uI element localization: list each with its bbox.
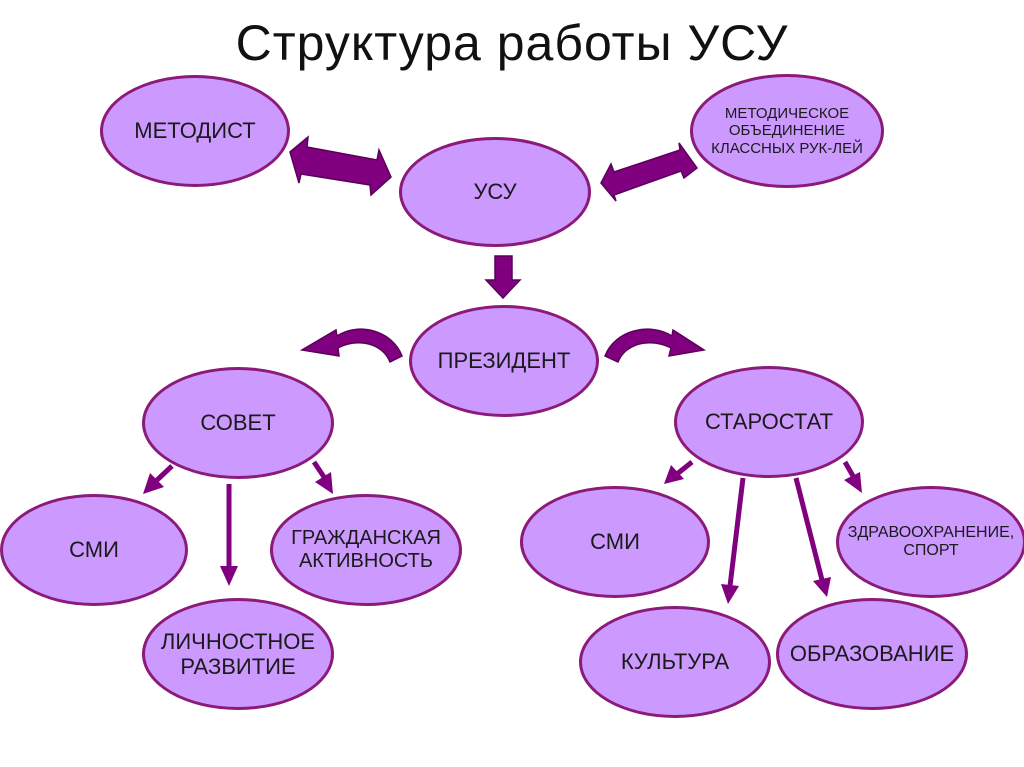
node-zdravoohranenie-sport: ЗДРАВООХРАНЕНИЕ, СПОРТ <box>836 486 1024 598</box>
node-smi-right: СМИ <box>520 486 710 598</box>
arrow-usu-president <box>484 255 522 300</box>
arrow-sovet-grazhd <box>311 460 333 494</box>
node-metodist-label: МЕТОДИСТ <box>134 118 256 144</box>
node-metod-obedinenie-label: МЕТОДИЧЕСКОЕ ОБЪЕДИНЕНИЕ КЛАССНЫХ РУК-ЛЕ… <box>711 105 863 157</box>
node-usu-label: УСУ <box>473 179 517 205</box>
node-metod-obedinenie: МЕТОДИЧЕСКОЕ ОБЪЕДИНЕНИЕ КЛАССНЫХ РУК-ЛЕ… <box>690 74 884 188</box>
node-kultura-label: КУЛЬТУРА <box>620 649 730 675</box>
node-smi-left-label: СМИ <box>69 537 119 563</box>
node-starostat-label: СТАРОСТАТ <box>704 409 834 435</box>
arrow-starostat-kultura <box>721 477 746 604</box>
node-starostat: СТАРОСТАТ <box>674 366 864 478</box>
double-arrow-metodist-usu <box>289 135 392 197</box>
node-grazhdanskaya-aktivnost-label: ГРАЖДАНСКАЯ АКТИВНОСТЬ <box>291 527 441 572</box>
arrow-starostat-smi <box>664 460 694 484</box>
node-lichnostnoe-razvitie-label: ЛИЧНОСТНОЕ РАЗВИТИЕ <box>160 628 316 679</box>
node-obrazovanie: ОБРАЗОВАНИЕ <box>776 598 968 710</box>
arrow-sovet-smi <box>143 464 174 494</box>
node-kultura: КУЛЬТУРА <box>579 606 771 718</box>
curved-arrow-president-left <box>299 328 403 364</box>
node-president-label: ПРЕЗИДЕНТ <box>437 348 571 374</box>
node-sovet: СОВЕТ <box>142 367 334 479</box>
node-usu: УСУ <box>399 137 591 247</box>
arrow-starostat-zdrav <box>842 460 862 493</box>
node-smi-right-label: СМИ <box>590 529 640 555</box>
node-grazhdanskaya-aktivnost: ГРАЖДАНСКАЯ АКТИВНОСТЬ <box>270 494 462 606</box>
node-metodist: МЕТОДИСТ <box>100 75 290 187</box>
node-sovet-label: СОВЕТ <box>200 410 276 436</box>
double-arrow-usu-metod-ob <box>600 142 699 202</box>
node-obrazovanie-label: ОБРАЗОВАНИЕ <box>789 641 955 667</box>
diagram-title: Структура работы УСУ <box>235 15 789 71</box>
arrow-sovet-lichnost <box>220 484 238 586</box>
curved-arrow-president-right <box>604 328 707 364</box>
node-lichnostnoe-razvitie: ЛИЧНОСТНОЕ РАЗВИТИЕ <box>142 598 334 710</box>
arrow-starostat-obrazov <box>793 477 831 597</box>
node-president: ПРЕЗИДЕНТ <box>409 305 599 417</box>
node-smi-left: СМИ <box>0 494 188 606</box>
node-zdravoohranenie-sport-label: ЗДРАВООХРАНЕНИЕ, СПОРТ <box>847 523 1015 559</box>
